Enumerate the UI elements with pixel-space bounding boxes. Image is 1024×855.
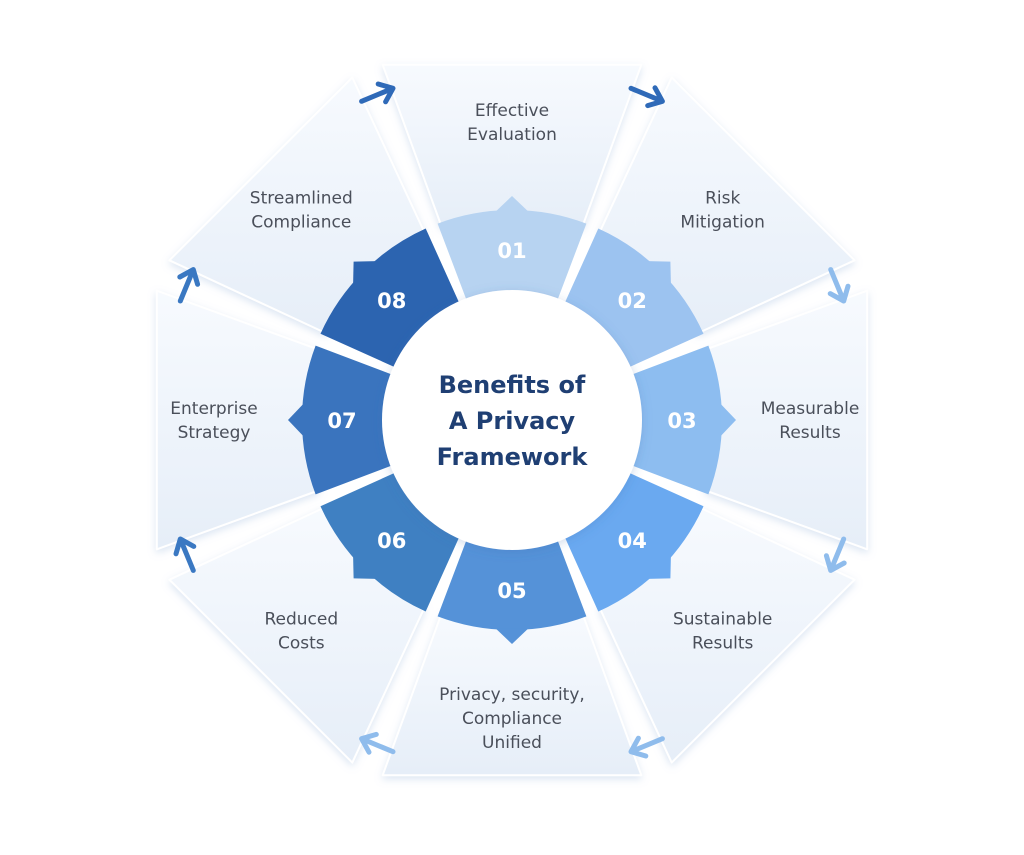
segment-label-line: Unified [482,733,542,753]
segment-number-03: 03 [667,409,696,433]
ring-segment-05 [437,530,587,631]
segment-label-line: Streamlined [250,188,353,208]
segment-number-01: 01 [497,239,526,263]
ring-pointer-05 [495,628,529,644]
segment-number-06: 06 [377,529,406,553]
ring-pointer-03 [720,403,736,437]
segment-label-line: Reduced [264,610,338,630]
segment-number-02: 02 [618,289,647,313]
segment-number-08: 08 [377,289,406,313]
center-circle [382,290,642,550]
ring-pointer-06 [353,555,377,579]
ring-pointer-07 [288,403,304,437]
title-line: A Privacy [449,407,576,435]
cycle-arrow-02 [827,267,851,304]
segment-number-04: 04 [618,529,647,553]
segment-label-line: Results [692,634,754,654]
segment-label-line: Sustainable [673,610,772,630]
segment-number-05: 05 [497,579,526,603]
segment-label-line: Mitigation [680,212,765,232]
segment-label-line: Compliance [462,709,562,729]
segment-label-line: Effective [475,101,549,121]
ring-pointer-01 [495,196,529,212]
segment-label-line: Privacy, security, [439,685,585,705]
ring-segment-01 [437,209,587,310]
segment-label-line: Enterprise [170,399,257,419]
title-line: Benefits of [439,371,586,399]
segment-label-line: Results [779,423,841,443]
cycle-arrow-03 [823,536,847,573]
segment-label-line: Evaluation [467,125,557,145]
ring-pointer-04 [647,555,671,579]
cycle-arrows [173,81,851,759]
cycle-arrow-01 [628,85,665,109]
segment-label-line: Compliance [251,212,351,232]
ring-segment-07 [301,345,402,495]
ring-pointer-08 [353,261,377,285]
segment-label-line: Costs [278,634,325,654]
segment-label-line: Measurable [761,399,860,419]
cycle-arrow-06 [173,536,197,573]
ring-segment-03 [622,345,723,495]
ring-pointer-02 [647,261,671,285]
cycle-arrow-05 [359,731,396,755]
cycle-arrow-07 [177,267,201,304]
cycle-arrow-08 [359,81,396,105]
segment-label-line: Strategy [178,423,251,443]
cycle-arrow-04 [628,735,665,759]
segment-label-line: Risk [705,188,740,208]
title-line: Framework [437,443,589,471]
segment-number-07: 07 [327,409,356,433]
